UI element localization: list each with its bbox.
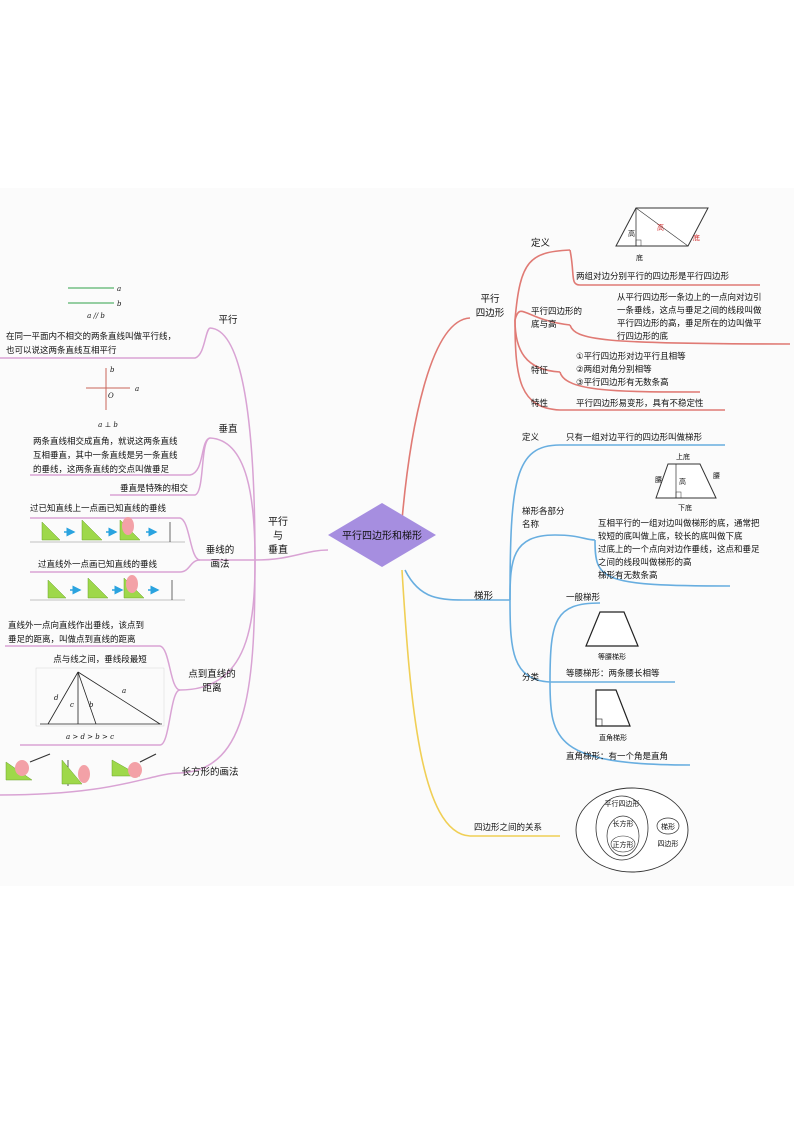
- parallel-desc-1: 在同一平面内不相交的两条直线叫做平行线，: [6, 331, 176, 342]
- perpendicular-figure: b a O a ⊥ b: [86, 366, 139, 429]
- distance-desc-2: 垂足的距离，叫做点到直线的距离: [8, 634, 136, 645]
- drawing-label-1: 垂线的: [206, 544, 235, 556]
- pg-fig-base-red: 底: [693, 233, 700, 242]
- venn-rectangle: 长方形: [613, 819, 634, 828]
- trap-parts-4: 之间的线段叫做梯形的高: [598, 557, 692, 568]
- isosceles-fig-label: 等腰梯形: [598, 652, 626, 661]
- parallel-figure: a b a // b: [68, 285, 122, 320]
- left-main-label-1: 平行: [268, 515, 288, 528]
- trapezoid-parts-figure: 上底 腰 高 腰 下底: [655, 452, 720, 512]
- trap-isosceles: 等腰梯形：两条腰长相等: [566, 668, 660, 679]
- isosceles-trapezoid-figure: 等腰梯形: [585, 611, 639, 661]
- trap-classify-label: 分类: [522, 672, 540, 683]
- pg-base-height-4: 行四边形的底: [617, 331, 669, 342]
- trap-definition: 只有一组对边平行的四边形叫做梯形: [566, 432, 703, 443]
- distance-label-1: 点到直线的: [188, 668, 236, 680]
- trap-fig-top: 上底: [676, 452, 690, 461]
- distance-fig-b: b: [89, 701, 94, 709]
- method-off-line: 过直线外一点画已知直线的垂线: [38, 559, 158, 570]
- perp-fig-o: O: [108, 392, 114, 400]
- parallel-fig-b: b: [117, 300, 122, 308]
- parallel-fig-a: a: [117, 285, 121, 293]
- drawing-label-2: 画法: [210, 558, 229, 570]
- pg-definition: 两组对边分别平行的四边形是平行四边形: [576, 271, 730, 282]
- right-branch-lines-red: [401, 249, 791, 521]
- parallel-fig-caption: a // b: [87, 312, 105, 320]
- trap-fig-leg1: 腰: [655, 476, 662, 484]
- center-node[interactable]: [328, 503, 436, 567]
- trap-fig-bottom: 下底: [678, 503, 692, 512]
- venn-trapezoid: 梯形: [661, 822, 675, 831]
- venn-quadrilateral: 四边形: [658, 839, 679, 848]
- pg-definition-label: 定义: [531, 237, 551, 249]
- perp-desc-3: 的垂线，这两条直线的交点叫做垂足: [33, 464, 170, 475]
- pg-fig-height-red: 高: [657, 223, 664, 232]
- pg-feature-label: 特征: [531, 365, 549, 376]
- trap-parts-2: 较短的底叫做上底，较长的底叫做下底: [598, 531, 743, 542]
- center-label: 平行四边形和梯形: [342, 529, 422, 542]
- pg-feature-3: ③平行四边形有无数条高: [576, 377, 669, 388]
- parallelogram-label-1: 平行: [480, 293, 500, 305]
- right-trap-fig-label: 直角梯形: [599, 733, 627, 742]
- perpendicular-label: 垂直: [218, 423, 238, 435]
- distance-label-2: 距离: [202, 682, 221, 694]
- distance-fig-d: d: [54, 694, 59, 702]
- parallelogram-label-2: 四边形: [476, 307, 505, 319]
- parallel-label: 平行: [218, 314, 238, 326]
- drawing-steps-off-line: [30, 575, 185, 601]
- pg-base-height-3: 平行四边形的高，垂足所在的边叫做平: [617, 318, 762, 329]
- pg-fig-base: 底: [636, 253, 643, 262]
- rectangle-label: 长方形的画法: [181, 766, 238, 778]
- distance-fig-a: a: [122, 687, 126, 695]
- pg-fig-height: 高: [628, 229, 635, 238]
- trapezoid-label: 梯形: [474, 590, 494, 602]
- distance-fig-title: 点与线之间，垂线段最短: [53, 654, 147, 665]
- pg-property: 平行四边形易变形，具有不稳定性: [576, 398, 704, 409]
- trap-parts-5: 梯形有无数条高: [598, 570, 658, 581]
- relation-venn: 平行四边形 长方形 正方形 梯形 四边形: [575, 787, 689, 873]
- distance-figure: d c b a: [35, 667, 165, 727]
- perp-desc-2: 互相垂直，其中一条直线是另一条直线: [33, 450, 178, 461]
- drawing-steps-on-line: [30, 517, 185, 543]
- venn-square: 正方形: [613, 840, 634, 849]
- venn-parallelogram: 平行四边形: [605, 799, 640, 808]
- parallel-desc-2: 也可以说这两条直线互相平行: [6, 345, 117, 356]
- pg-base-height-1: 从平行四边形一条边上的一点向对边引: [617, 292, 762, 303]
- pg-feature-2: ②两组对角分别相等: [576, 364, 652, 375]
- left-branch-lines: [0, 327, 329, 796]
- perp-fig-caption: a ⊥ b: [98, 421, 118, 429]
- right-branch-lines-yellow: [401, 569, 560, 837]
- distance-desc-1: 直线外一点向直线作出垂线，该点到: [8, 620, 144, 631]
- trap-fig-leg2: 腰: [713, 472, 720, 480]
- distance-fig-caption: a > d > b > c: [66, 733, 114, 741]
- right-branch-lines-blue: [404, 444, 731, 766]
- perp-desc-1: 两条直线相交成直角，就说这两条直线: [33, 436, 178, 447]
- perp-special: 垂直是特殊的相交: [120, 483, 189, 494]
- trap-parts-label-1: 梯形各部分: [522, 506, 565, 517]
- perp-fig-b: b: [110, 366, 115, 374]
- trap-definition-label: 定义: [522, 432, 540, 443]
- pg-feature-1: ①平行四边形对边平行且相等: [576, 351, 686, 362]
- left-main-label-3: 垂直: [268, 543, 288, 556]
- distance-fig-c: c: [70, 701, 74, 709]
- pg-base-height-label-2: 底与高: [531, 319, 557, 330]
- trap-parts-3: 过底上的一个点向对边作垂线，这点和垂足: [598, 544, 760, 555]
- relation-label: 四边形之间的关系: [474, 822, 542, 833]
- trap-general: 一般梯形: [566, 592, 601, 603]
- method-on-line: 过已知直线上一点画已知直线的垂线: [30, 503, 167, 514]
- rectangle-drawing-steps: [5, 753, 157, 786]
- pg-property-label: 特性: [531, 398, 549, 409]
- right-trapezoid-figure: 直角梯形: [595, 689, 631, 742]
- trap-parts-1: 互相平行的一组对边叫做梯形的底，通常把: [598, 518, 760, 529]
- perp-fig-a: a: [135, 385, 139, 393]
- pg-base-height-2: 一条垂线，这点与垂足之间的线段叫做: [617, 305, 762, 316]
- trap-parts-label-2: 名称: [522, 519, 540, 530]
- trap-right: 直角梯形：有一个角是直角: [566, 751, 668, 762]
- pg-base-height-label-1: 平行四边形的: [531, 306, 582, 317]
- trap-fig-height: 高: [679, 477, 686, 486]
- left-main-label-2: 与: [273, 530, 283, 542]
- parallelogram-figure: 高 高 底 底: [615, 207, 709, 262]
